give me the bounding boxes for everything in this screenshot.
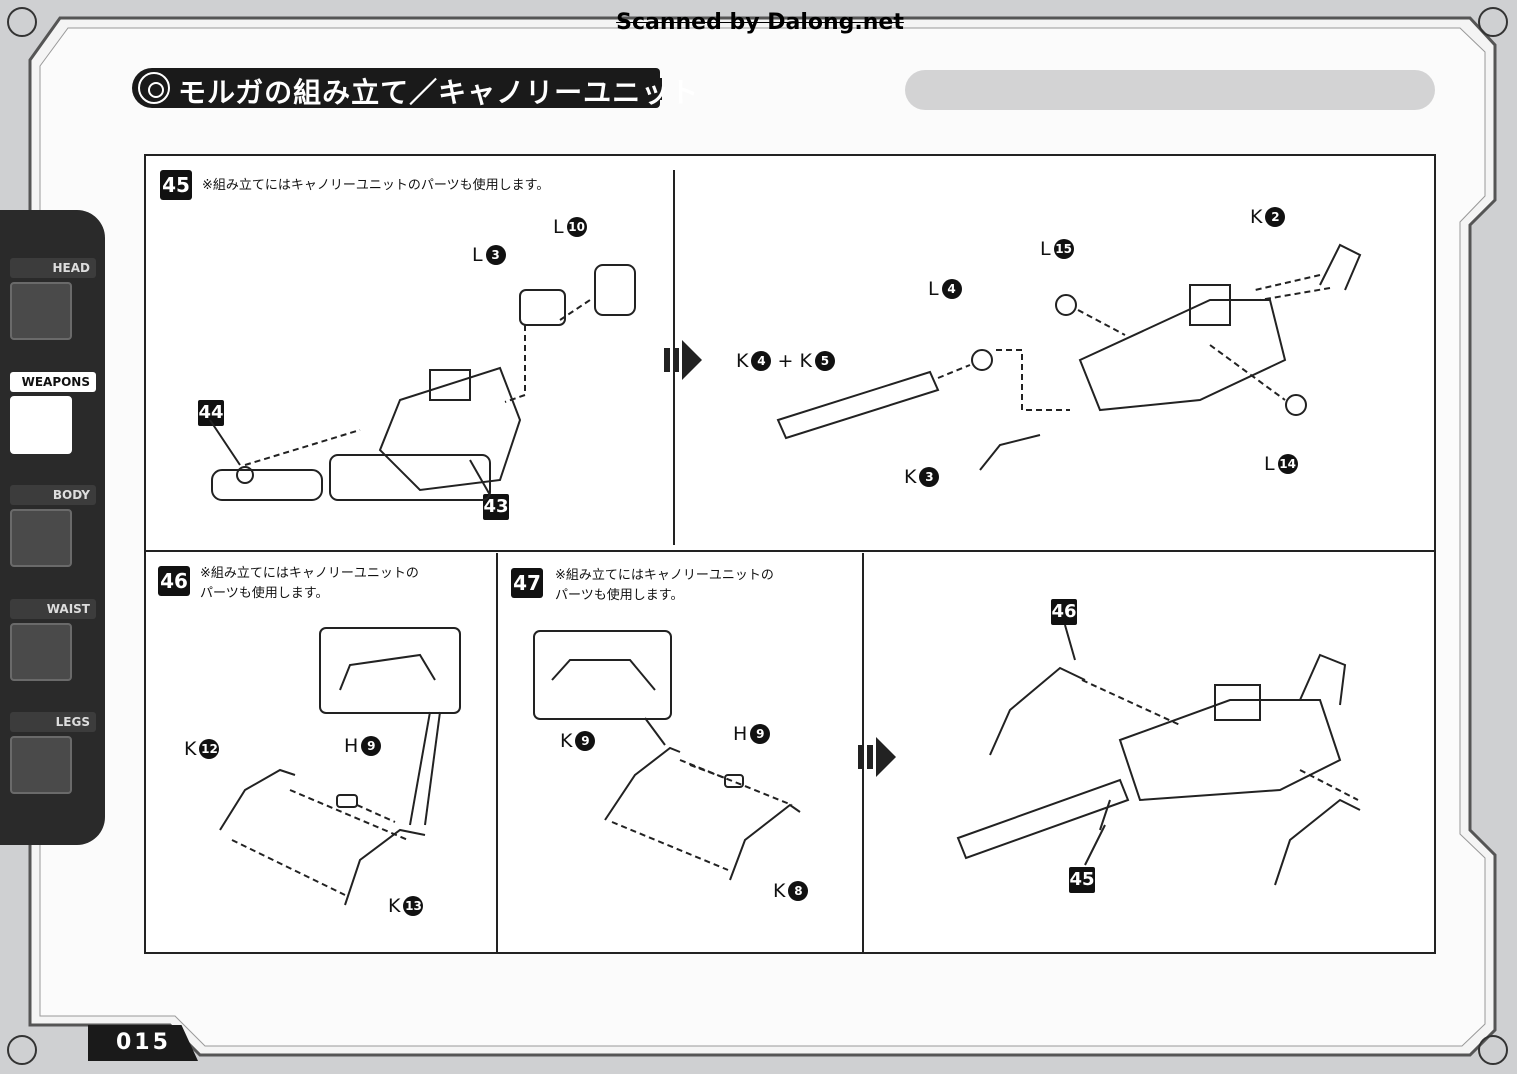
tab-body[interactable]: BODY [10, 485, 96, 567]
next-arrow-icon [664, 340, 702, 380]
tab-waist[interactable]: WAIST [10, 599, 96, 681]
tab-weapons-label: WEAPONS [10, 372, 96, 392]
ghost-title-bleedthrough [905, 70, 1435, 110]
page-number: 015 [88, 1025, 198, 1061]
tab-legs[interactable]: LEGS [10, 712, 96, 794]
step-45-callout: 45 [1069, 867, 1095, 893]
waist-icon [10, 623, 72, 681]
legs-icon [10, 736, 72, 794]
step-44-callout: 44 [198, 400, 224, 426]
title-bar [132, 68, 660, 108]
tab-waist-label: WAIST [10, 599, 96, 619]
tab-legs-label: LEGS [10, 712, 96, 732]
step-47-note: ※組み立てにはキャノリーユニットの パーツも使用します。 [555, 568, 774, 603]
step-46-badge: 46 [158, 566, 190, 596]
next-arrow-icon [858, 737, 896, 777]
head-icon [10, 282, 72, 340]
title-bar-tail [656, 78, 662, 100]
tab-head[interactable]: HEAD [10, 258, 96, 340]
step-45-note: ※組み立てにはキャノリーユニットのパーツも使用します。 [202, 178, 550, 193]
section-sidebar: HEAD WEAPONS BODY WAIST LEGS [0, 210, 105, 845]
step-46-note: ※組み立てにはキャノリーユニットの パーツも使用します。 [200, 566, 419, 601]
tab-head-label: HEAD [10, 258, 96, 278]
tab-body-label: BODY [10, 485, 96, 505]
instructions-panel [144, 154, 1436, 954]
step-45-badge: 45 [160, 170, 192, 200]
tab-weapons[interactable]: WEAPONS [10, 372, 96, 454]
weapons-icon [10, 396, 72, 454]
body-icon [10, 509, 72, 567]
page-title: モルガの組み立て／キャノリーユニット [178, 76, 700, 109]
gear-icon [138, 72, 170, 104]
step-46-callout: 46 [1051, 599, 1077, 625]
scan-watermark: Scanned by Dalong.net [616, 10, 904, 35]
step-47-badge: 47 [511, 568, 543, 598]
